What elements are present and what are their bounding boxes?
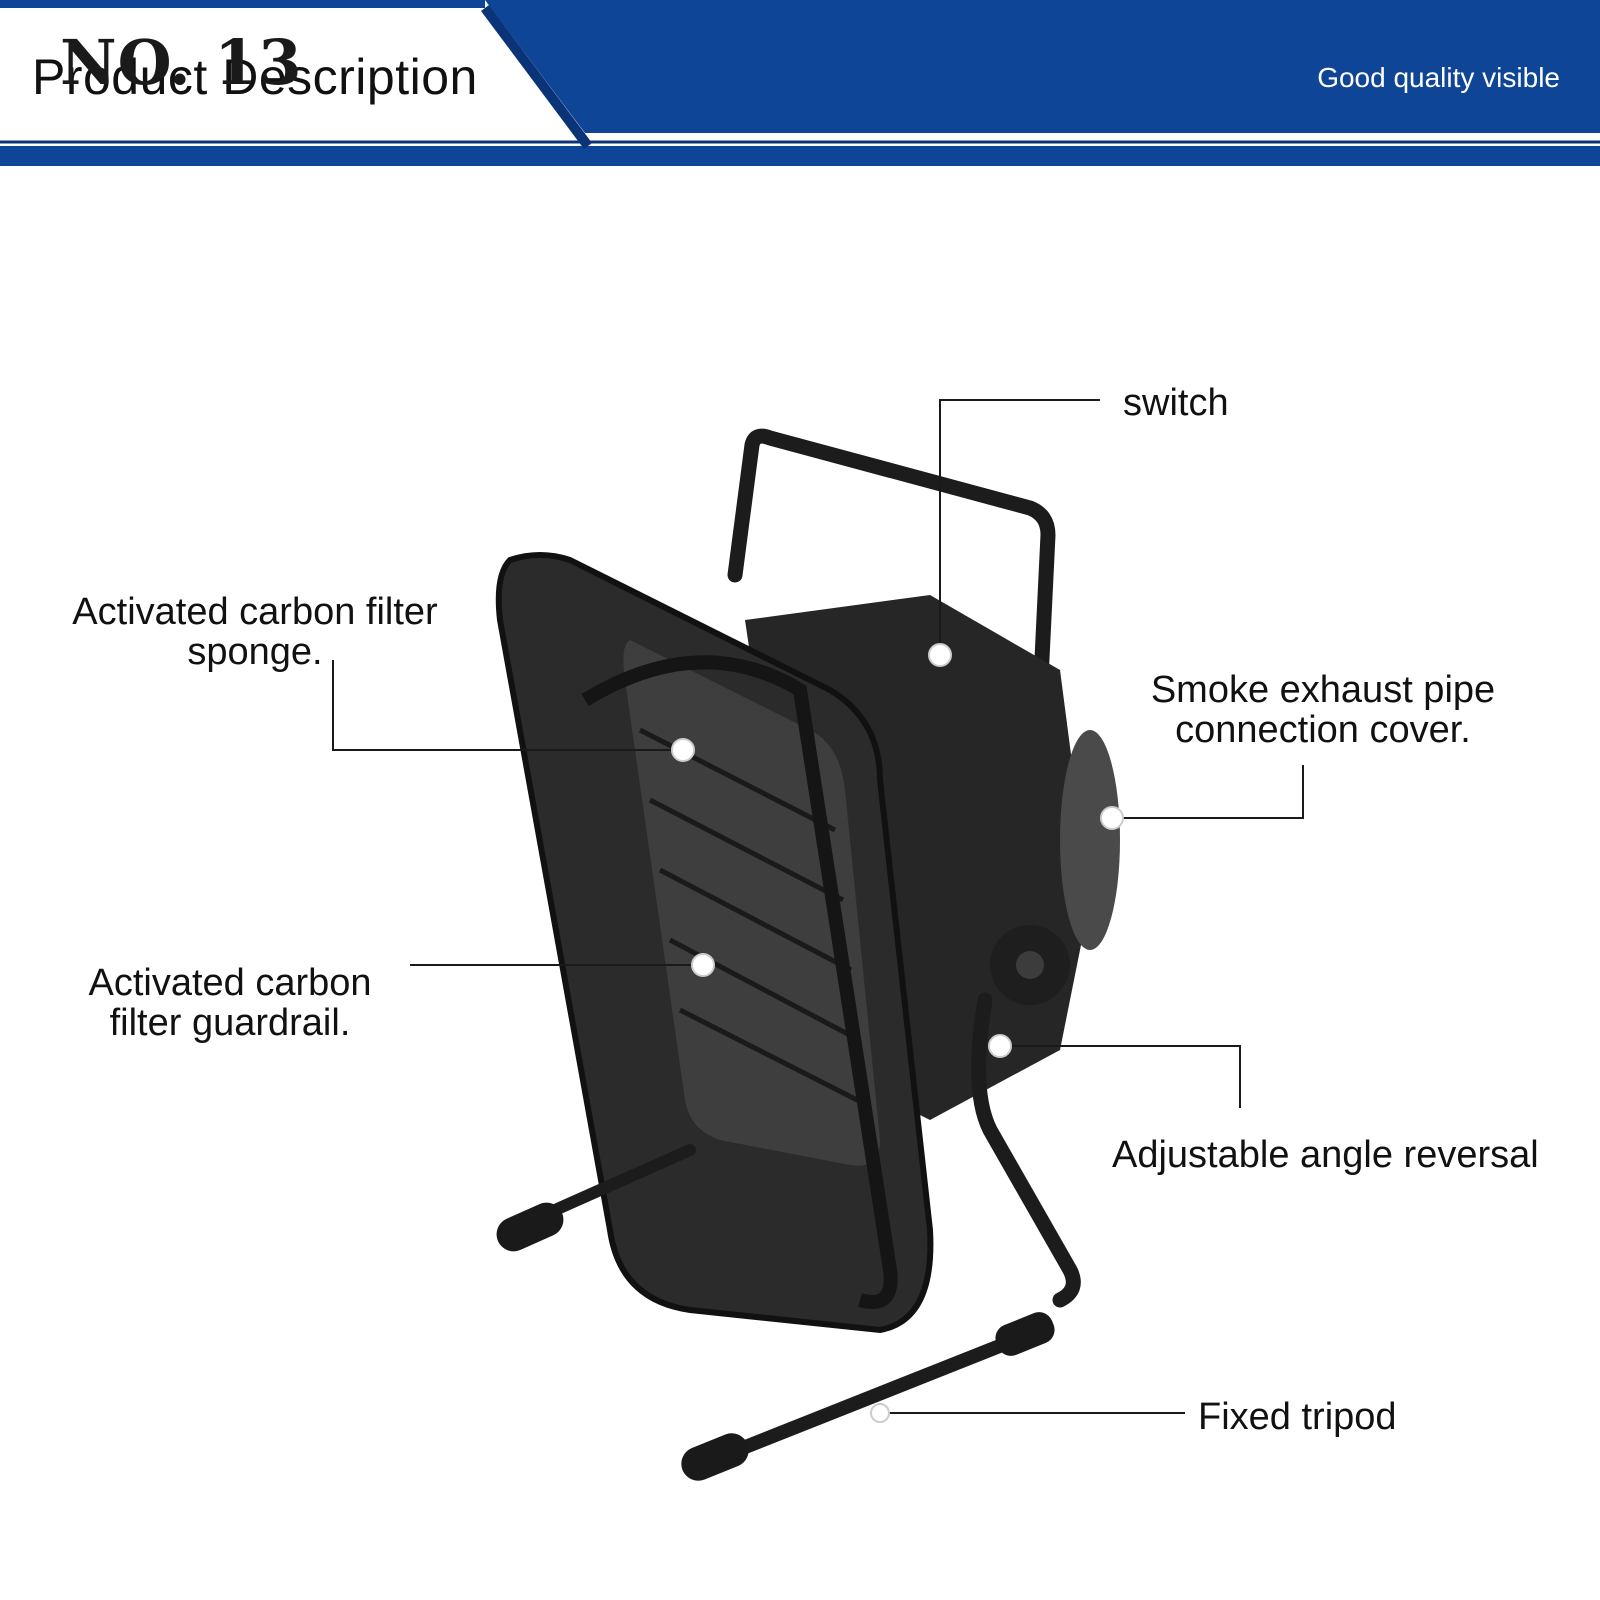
callout-exhaust-cover-line1: Smoke exhaust pipe	[1150, 669, 1496, 711]
callout-exhaust-cover-line2: connection cover.	[1175, 709, 1471, 751]
callout-dots	[671, 643, 1124, 1423]
callout-dot-icon	[870, 1403, 890, 1423]
callout-filter-sponge-line2: sponge.	[187, 631, 323, 673]
product-number-label: NO. 13	[60, 26, 303, 99]
exhaust-cover	[1060, 730, 1120, 950]
banner-blue-panel	[485, 0, 1600, 133]
callout-tripod: Fixed tripod	[1198, 1396, 1397, 1438]
stand-leg	[971, 992, 1081, 1308]
callout-dot-icon	[1100, 806, 1124, 830]
callout-dot-icon	[988, 1034, 1012, 1058]
banner-bottom-stripe	[0, 146, 1600, 166]
callout-filter-guardrail-line1: Activated carbon	[88, 962, 372, 1004]
header-banner	[0, 0, 1600, 170]
callout-switch: switch	[1123, 382, 1229, 424]
callout-angle-reversal: Adjustable angle reversal	[1112, 1134, 1539, 1176]
callout-exhaust-cover: Smoke exhaust pipe connection cover.	[1138, 670, 1508, 750]
callout-filter-guardrail-line2: filter guardrail.	[109, 1002, 351, 1044]
banner-top-stripe	[0, 0, 485, 8]
page-title: Product Description	[32, 49, 478, 105]
callout-dot-icon	[671, 738, 695, 762]
callout-dot-icon	[691, 953, 715, 977]
callout-filter-guardrail: Activated carbon filter guardrail.	[75, 963, 385, 1043]
tripod-bar	[693, 1323, 1047, 1472]
banner-tagline: Good quality visible	[1317, 62, 1560, 93]
carry-handle	[727, 428, 1056, 913]
callout-filter-sponge: Activated carbon filter sponge.	[60, 592, 450, 672]
callout-lines	[332, 399, 1304, 1414]
callout-dot-icon	[928, 643, 952, 667]
callout-filter-sponge-line1: Activated carbon filter	[72, 591, 438, 633]
banner-title-wrap: Product Description	[32, 48, 478, 106]
